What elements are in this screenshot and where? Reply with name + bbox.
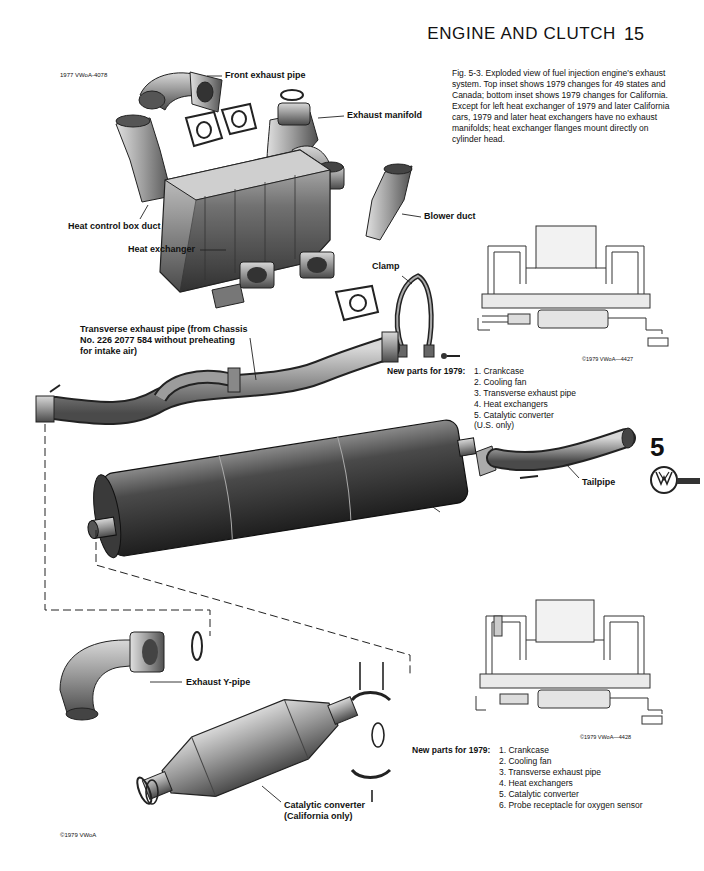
clamp xyxy=(397,276,460,359)
part-label: Transverse exhaust pipe (from Chassis No… xyxy=(80,324,248,357)
dashed-guide-lines xyxy=(45,424,410,675)
part-label: Clamp xyxy=(372,261,400,272)
part-label: Exhaust Y-pipe xyxy=(186,677,250,688)
part-label: Heat exchanger xyxy=(128,244,195,255)
figure-code: ©1979 VWoA—4428 xyxy=(580,734,631,741)
list-item: 2. Cooling fan xyxy=(499,756,551,766)
list-item: 5. Catalytic converter (U.S. only) xyxy=(474,410,574,431)
list-item: 6. Probe receptacle for oxygen sensor xyxy=(499,800,649,810)
transverse-exhaust-pipe xyxy=(36,332,398,422)
list-item: 1. Crankcase xyxy=(474,366,524,376)
vw-tab-logo xyxy=(651,467,700,493)
list-item: 1. Crankcase xyxy=(499,745,549,755)
part-label: Front exhaust pipe xyxy=(225,70,306,81)
list-item: 5. Catalytic converter xyxy=(499,789,579,799)
muffler xyxy=(80,416,483,561)
list-item: 3. Transverse exhaust pipe xyxy=(474,388,576,398)
part-label: Catalytic converter (California only) xyxy=(284,800,394,822)
tailpipe xyxy=(476,428,634,478)
list-item: 4. Heat exchangers xyxy=(474,399,548,409)
converter-hardware xyxy=(146,662,390,804)
page-header: ENGINE AND CLUTCH xyxy=(426,24,616,45)
figure-code: ©1979 VWoA xyxy=(60,832,96,839)
inset-49-states xyxy=(478,226,668,346)
inset-california xyxy=(476,600,662,724)
list-item: 2. Cooling fan xyxy=(474,377,526,387)
heat-control-box-duct xyxy=(116,115,172,202)
exhaust-y-pipe xyxy=(60,632,202,720)
part-label: Blower duct xyxy=(424,211,476,222)
list-item: 3. Transverse exhaust pipe xyxy=(499,767,601,777)
page-number: 15 xyxy=(624,24,644,46)
figure-caption: Fig. 5-3. Exploded view of fuel injectio… xyxy=(452,68,670,145)
part-label: Exhaust manifold xyxy=(347,110,422,121)
figure-code: ©1979 VWoA—4427 xyxy=(582,356,633,363)
section-tab: 5 xyxy=(650,432,664,464)
part-label: Tailpipe xyxy=(582,477,615,488)
front-exhaust-pipe xyxy=(139,72,222,112)
list-heading: New parts for 1979: xyxy=(387,366,465,376)
heat-exchanger xyxy=(160,150,334,308)
list-item: 4. Heat exchangers xyxy=(499,778,573,788)
part-label: Heat control box duct xyxy=(68,221,161,232)
blower-duct xyxy=(366,164,412,240)
figure-code: 1977 VWoA-4078 xyxy=(60,72,107,79)
list-heading: New parts for 1979: xyxy=(412,745,490,755)
leader-lines xyxy=(140,76,579,802)
